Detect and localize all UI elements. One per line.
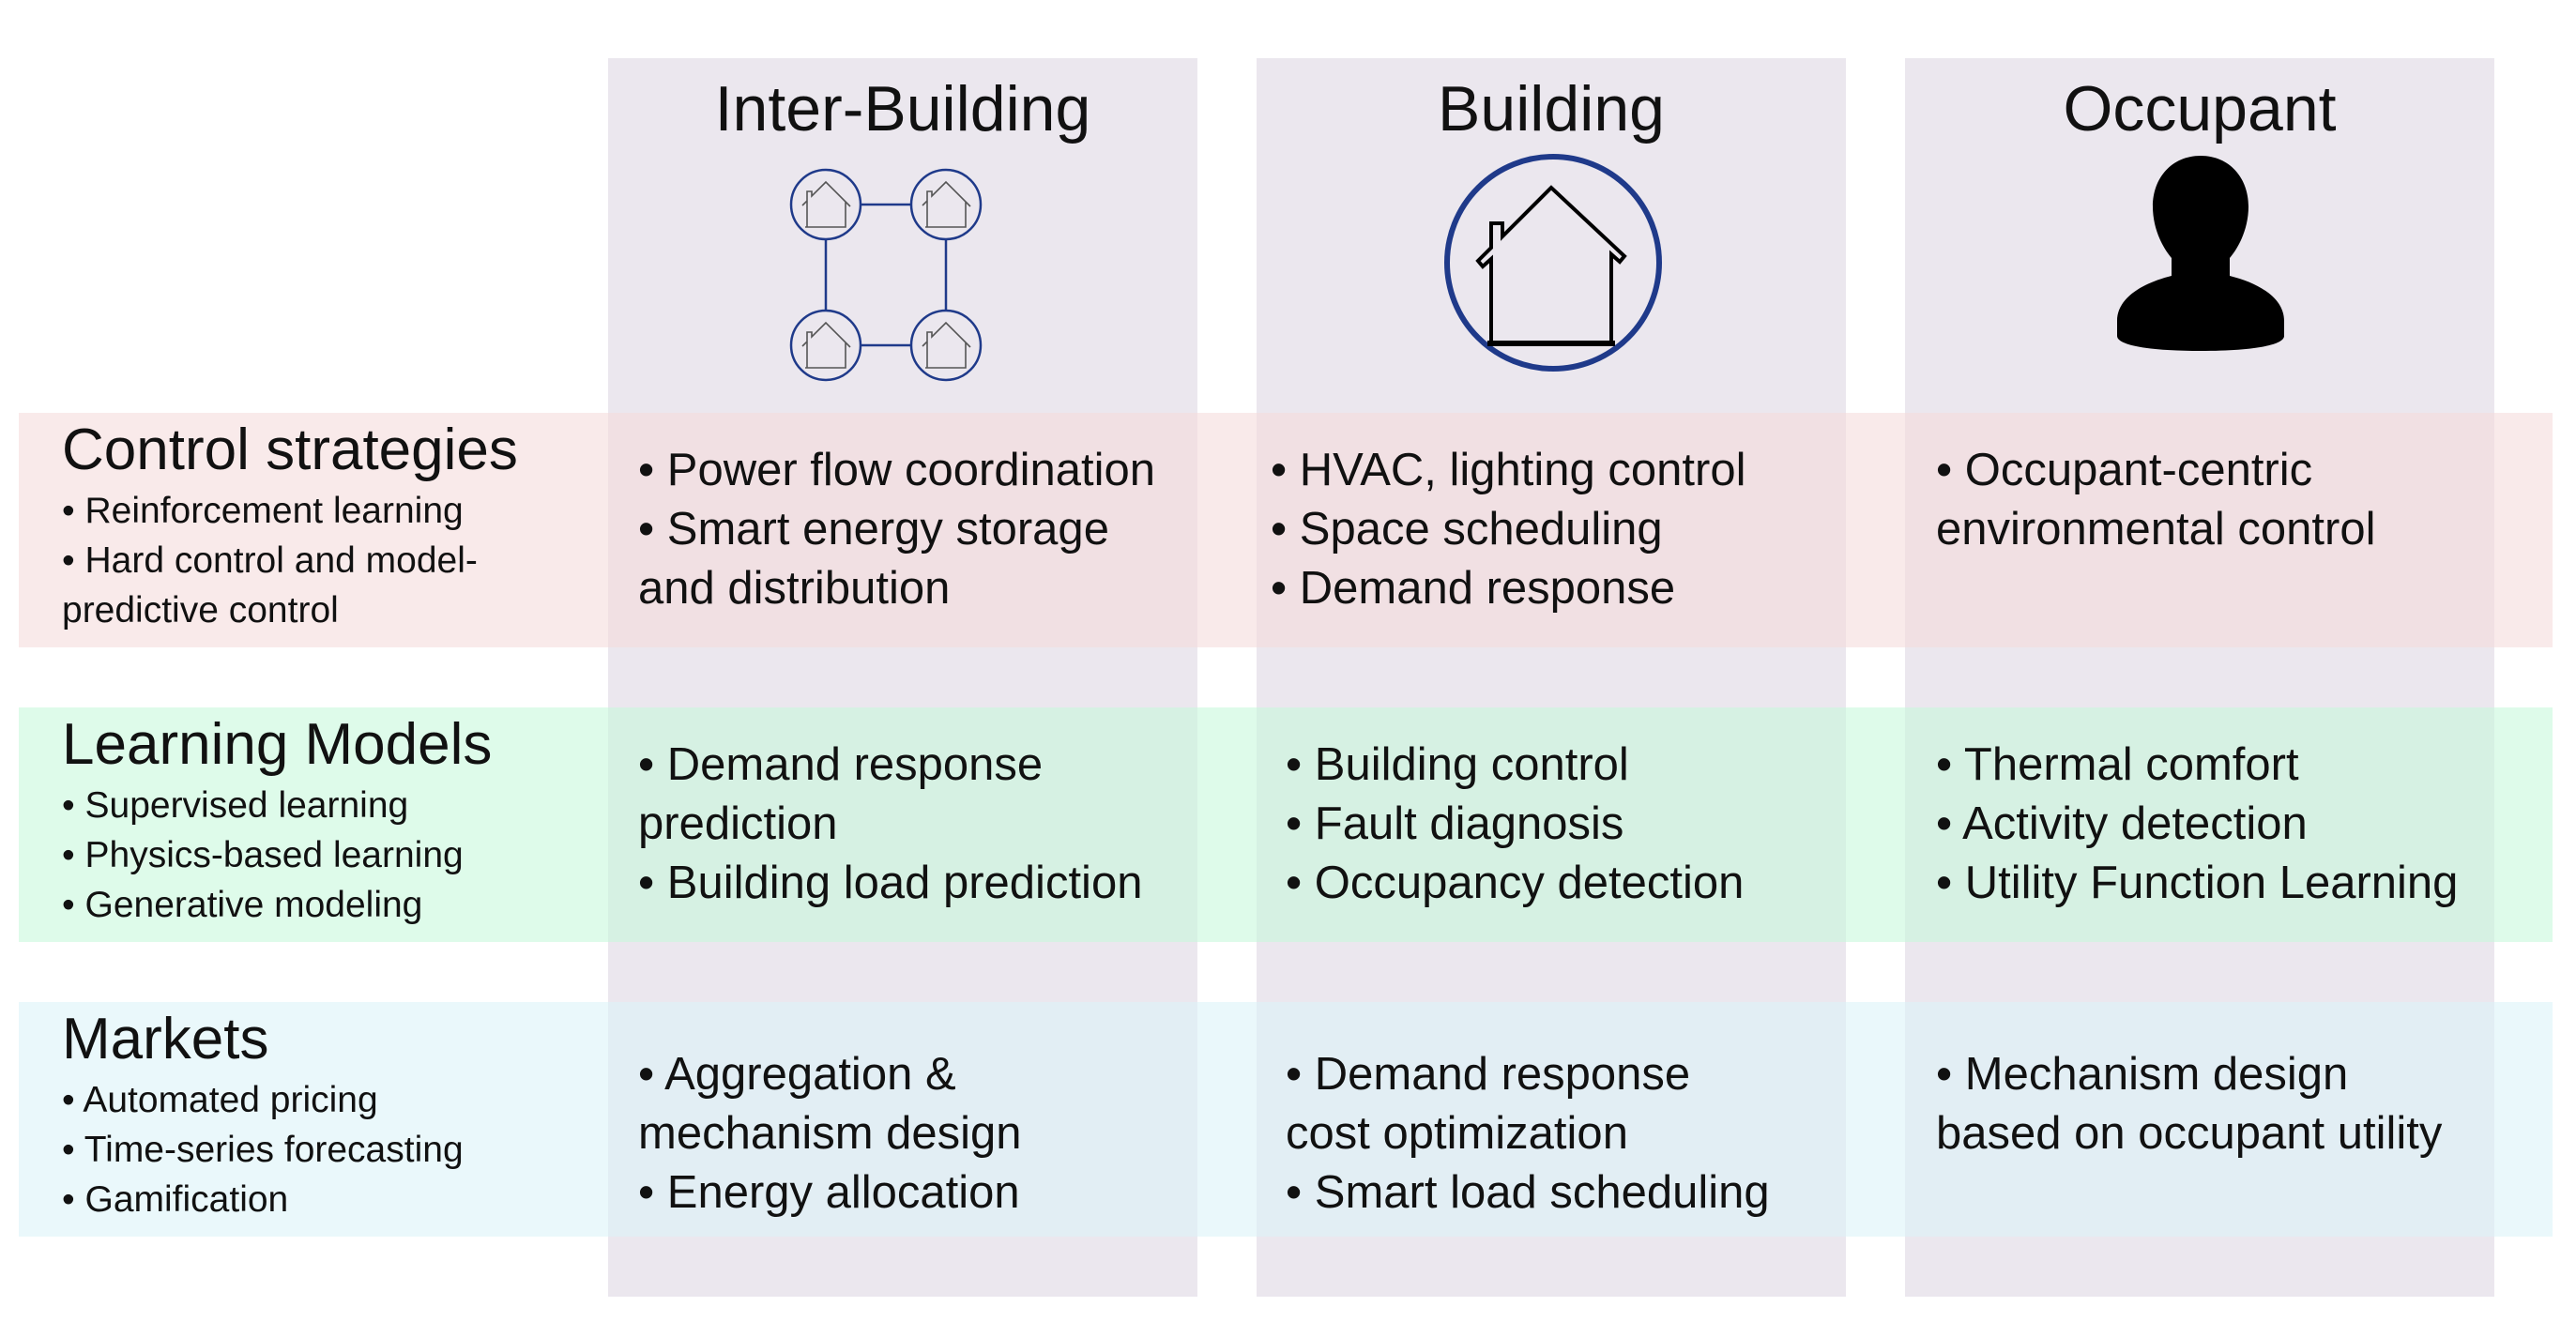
cell-item: • Demand response	[1271, 563, 1676, 614]
cell-learning-building: • Building control • Fault diagnosis • O…	[1286, 736, 1849, 913]
house-node-circle	[789, 309, 862, 382]
row-label-markets: Markets • Automated pricing • Time-serie…	[62, 1004, 587, 1224]
cell-control-inter-building: • Power flow coordination • Smart energy…	[638, 441, 1182, 618]
cell-item: • Building control	[1286, 739, 1629, 790]
cell-markets-building: • Demand response cost optimization • Sm…	[1286, 1045, 1849, 1223]
band-markets	[19, 1002, 2553, 1237]
house-in-circle-icon	[1444, 154, 1662, 372]
person-silhouette-icon	[2117, 156, 2284, 351]
cell-control-occupant: • Occupant-centric environmental control	[1936, 441, 2537, 559]
row-title: Control strategies	[62, 418, 518, 482]
house-node-circle	[789, 168, 862, 241]
cell-item: • Demand response	[1286, 1049, 1691, 1100]
cell-item: • Power flow coordination	[638, 445, 1155, 495]
cell-item: • Building load prediction	[638, 858, 1143, 908]
cell-item: • Aggregation &	[638, 1049, 956, 1100]
cell-item: environmental control	[1936, 504, 2376, 555]
row-item: • Gamification	[62, 1179, 289, 1220]
cell-item: • HVAC, lighting control	[1271, 445, 1746, 495]
column-title-occupant: Occupant	[2063, 73, 2337, 144]
networked-houses-icon	[789, 168, 983, 382]
small-house-icon	[922, 180, 971, 228]
column-title-inter-building: Inter-Building	[714, 73, 1091, 144]
cell-item: and distribution	[638, 563, 951, 614]
cell-item: • Space scheduling	[1271, 504, 1663, 555]
row-label-control-strategies: Control strategies • Reinforcement learn…	[62, 415, 587, 635]
cell-item: cost optimization	[1286, 1108, 1628, 1159]
cell-item: • Demand response	[638, 739, 1044, 790]
row-item: • Generative modeling	[62, 885, 423, 925]
cell-item: mechanism design	[638, 1108, 1022, 1159]
cell-control-building: • HVAC, lighting control • Space schedul…	[1271, 441, 1834, 618]
row-item: • Time-series forecasting	[62, 1130, 464, 1170]
small-house-icon	[922, 321, 971, 369]
cell-markets-inter-building: • Aggregation & mechanism design • Energ…	[638, 1045, 1182, 1223]
cell-item: based on occupant utility	[1936, 1108, 2443, 1159]
cell-item: • Occupant-centric	[1936, 445, 2313, 495]
row-label-learning-models: Learning Models • Supervised learning • …	[62, 709, 587, 930]
row-item: • Supervised learning	[62, 785, 409, 826]
row-item: • Automated pricing	[62, 1080, 378, 1120]
house-node-circle	[909, 309, 983, 382]
cell-item: • Activity detection	[1936, 798, 2308, 849]
cell-markets-occupant: • Mechanism design based on occupant uti…	[1936, 1045, 2537, 1163]
cell-item: • Mechanism design	[1936, 1049, 2349, 1100]
column-title-building: Building	[1438, 73, 1665, 144]
house-node-circle	[909, 168, 983, 241]
small-house-icon	[801, 180, 851, 228]
row-title: Learning Models	[62, 712, 493, 777]
cell-item: • Smart energy storage	[638, 504, 1109, 555]
cell-item: • Occupancy detection	[1286, 858, 1745, 908]
row-item: • Reinforcement learning	[62, 491, 464, 531]
cell-item: • Smart load scheduling	[1286, 1167, 1770, 1218]
row-item: • Hard control and model-	[62, 540, 478, 581]
cell-item: • Energy allocation	[638, 1167, 1020, 1218]
cell-item: • Utility Function Learning	[1936, 858, 2459, 908]
band-control-strategies	[19, 413, 2553, 647]
row-title: Markets	[62, 1007, 269, 1071]
band-learning-models	[19, 707, 2553, 942]
cell-item: prediction	[638, 798, 838, 849]
row-item: predictive control	[62, 590, 339, 631]
cell-learning-inter-building: • Demand response prediction • Building …	[638, 736, 1182, 913]
cell-learning-occupant: • Thermal comfort • Activity detection •…	[1936, 736, 2537, 913]
small-house-icon	[801, 321, 851, 369]
cell-item: • Fault diagnosis	[1286, 798, 1624, 849]
row-item: • Physics-based learning	[62, 835, 464, 875]
cell-item: • Thermal comfort	[1936, 739, 2299, 790]
